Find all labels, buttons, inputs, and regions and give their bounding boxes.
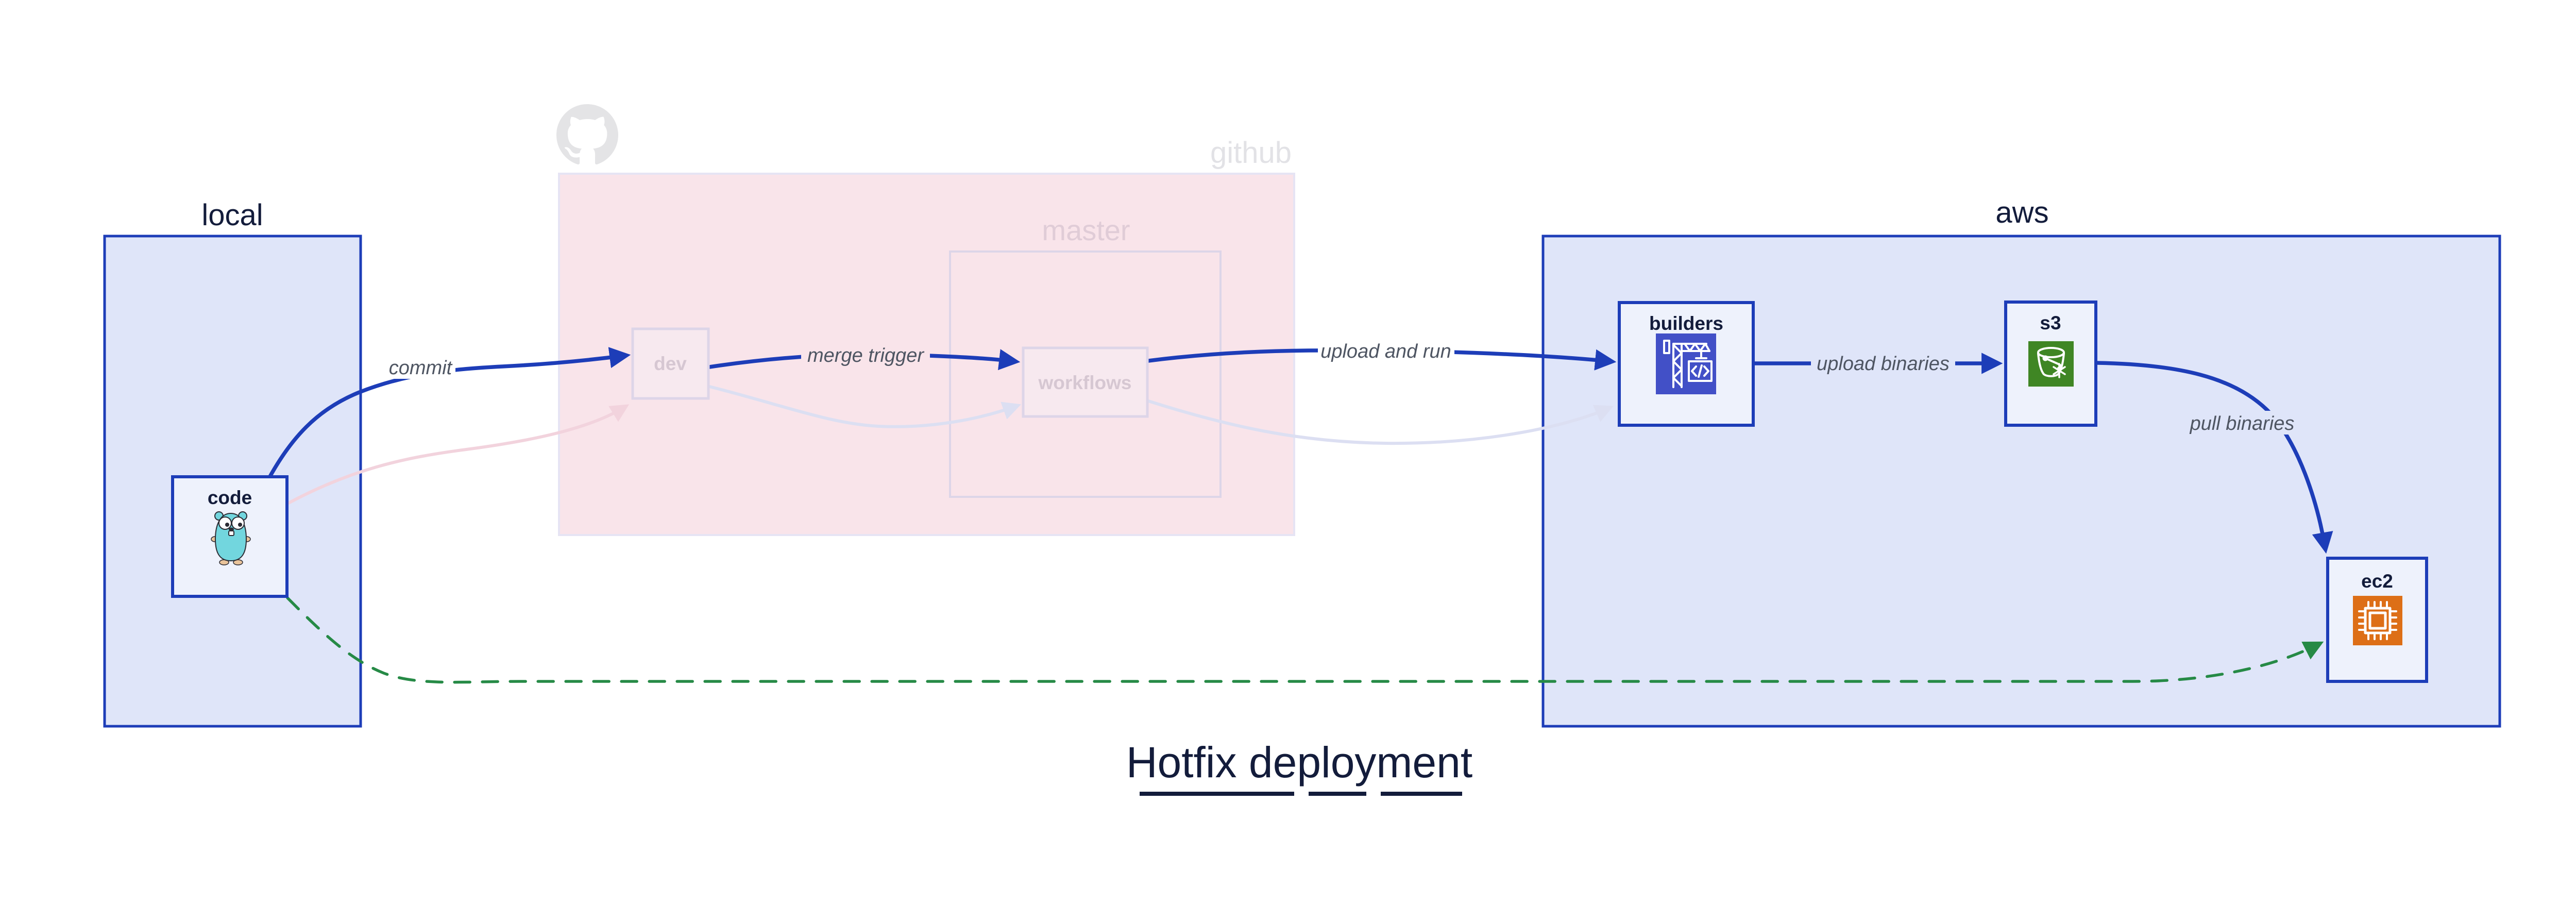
edge-faded-dev-to-workflows: [708, 385, 1022, 428]
go-gopher-icon: [211, 511, 251, 565]
aws-codebuild-crane-icon: [1656, 333, 1716, 394]
s3-glacier-bucket-icon: [2028, 341, 2074, 387]
edge-label-commit: commit: [385, 355, 455, 379]
github-octocat-icon: [556, 104, 618, 165]
svg-text:commit: commit: [389, 357, 453, 379]
s3-node-label: s3: [2040, 312, 2061, 333]
ec2-node-label: ec2: [2361, 571, 2393, 592]
master-cluster-label: master: [1042, 214, 1130, 246]
node-s3: s3: [2004, 300, 2097, 427]
edge-faded-code-to-dev: [287, 404, 630, 505]
edge-pull-binaries: [2095, 361, 2333, 554]
builders-node-label: builders: [1649, 313, 1723, 334]
svg-text:upload binaries: upload binaries: [1817, 353, 1950, 375]
cluster-local: local: [103, 198, 362, 728]
edge-hotfix-dashed: [286, 596, 2324, 684]
svg-text:merge trigger: merge trigger: [807, 345, 924, 366]
cluster-github: master github: [556, 104, 1295, 536]
workflows-node-label: workflows: [1038, 372, 1132, 393]
node-ec2: ec2: [2326, 557, 2428, 683]
aws-cluster-label: aws: [1995, 196, 2048, 229]
node-dev: dev: [631, 327, 710, 400]
node-builders: builders: [1618, 301, 1755, 427]
dev-node-label: dev: [654, 353, 687, 374]
local-cluster-label: local: [201, 198, 263, 232]
node-code: code: [171, 475, 289, 598]
svg-text:pull binaries: pull binaries: [2190, 413, 2295, 435]
edge-label-upload-and-run: upload and run: [1318, 339, 1454, 362]
github-cluster-label: github: [1210, 136, 1292, 170]
edge-label-upload-binaries: upload binaries: [1811, 351, 1955, 375]
edge-label-merge-trigger: merge trigger: [801, 343, 930, 366]
edge-faded-workflows-to-builders: [1147, 399, 1614, 445]
page-title: Hotfix deployment: [1126, 738, 1472, 787]
ec2-chip-icon: [2353, 596, 2402, 645]
code-node-label: code: [208, 487, 252, 508]
edge-label-pull-binaries: pull binaries: [2188, 411, 2296, 435]
diagram-title: Hotfix deployment: [1126, 738, 1472, 796]
svg-text:upload and run: upload and run: [1320, 341, 1451, 362]
node-workflows: workflows: [1022, 346, 1149, 418]
